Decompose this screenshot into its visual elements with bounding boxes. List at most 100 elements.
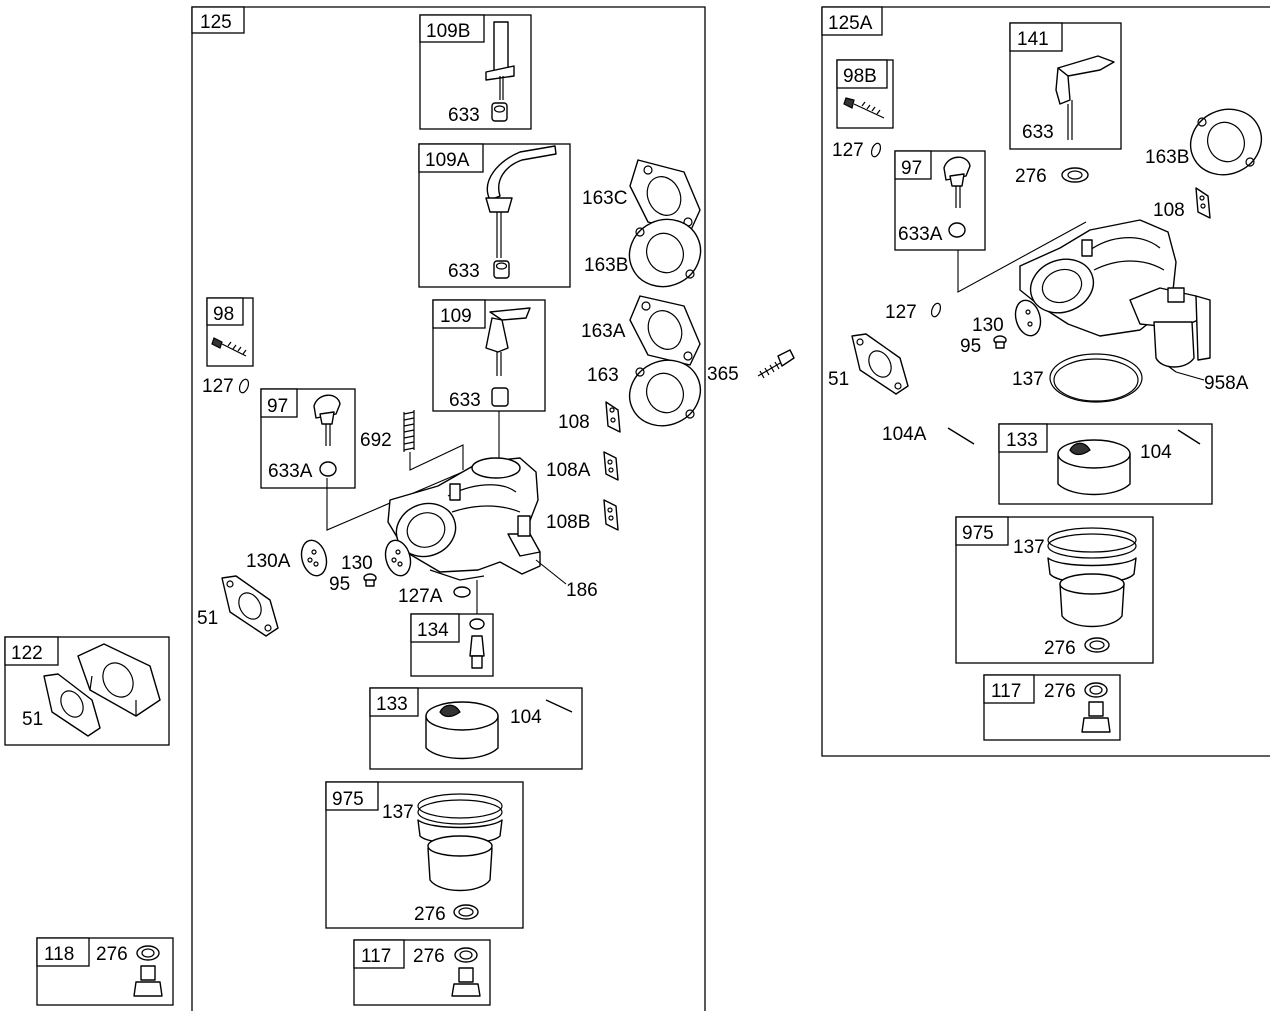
callout-633A: 633A bbox=[898, 224, 943, 245]
plate-108-icon bbox=[1195, 187, 1211, 219]
gasket-163B-icon bbox=[1189, 108, 1263, 176]
gasket-51-icon bbox=[43, 673, 101, 737]
plate-130-icon bbox=[1014, 299, 1042, 337]
screw-98B-icon bbox=[843, 97, 885, 119]
callout-958A: 958A bbox=[1204, 373, 1249, 394]
callout-163B: 163B bbox=[584, 255, 628, 276]
float-bowl-975-icon bbox=[1047, 527, 1137, 628]
group-109B: 109B 633 bbox=[419, 14, 532, 130]
group-133: 133 104 bbox=[369, 687, 583, 770]
seal-633-icon bbox=[491, 102, 508, 122]
callout-134: 134 bbox=[417, 620, 449, 641]
gasket-163C: 163C bbox=[582, 159, 701, 233]
callout-108A: 108A bbox=[546, 460, 591, 481]
group-125A: 125A bbox=[821, 6, 1270, 757]
callout-276: 276 bbox=[1015, 166, 1047, 187]
callout-130: 130 bbox=[972, 315, 1004, 336]
gasket-163B: 163B bbox=[584, 218, 702, 288]
o-ring-127-icon bbox=[870, 142, 882, 158]
callout-127: 127 bbox=[202, 376, 234, 397]
float-bowl-975-icon bbox=[417, 793, 503, 892]
callout-276: 276 bbox=[96, 944, 128, 965]
group-109: 109 633 bbox=[432, 299, 546, 412]
o-ring-127-icon bbox=[930, 302, 942, 318]
callout-633: 633 bbox=[448, 261, 480, 282]
gasket-51-icon bbox=[851, 333, 909, 395]
gasket-51-icon bbox=[221, 575, 279, 637]
callout-127A: 127A bbox=[398, 586, 443, 607]
plate-108B-icon bbox=[603, 499, 619, 531]
choke-shaft-109A-icon bbox=[485, 145, 557, 258]
callout-365: 365 bbox=[707, 364, 739, 385]
washer-276-icon bbox=[454, 947, 478, 963]
spring-692-icon bbox=[403, 410, 415, 452]
callout-633: 633 bbox=[1022, 122, 1054, 143]
callout-633: 633 bbox=[448, 105, 480, 126]
callout-137: 137 bbox=[382, 802, 414, 823]
seal-633A-icon bbox=[948, 222, 966, 238]
callout-163: 163 bbox=[587, 365, 619, 386]
plate-108A-icon bbox=[603, 451, 619, 481]
float-133-icon bbox=[1057, 439, 1131, 496]
pin-104A-icon bbox=[947, 427, 975, 445]
callout-163C: 163C bbox=[582, 188, 627, 209]
group-975-right: 975 137 276 bbox=[955, 516, 1154, 664]
callout-118: 118 bbox=[44, 944, 74, 965]
callout-276: 276 bbox=[1044, 638, 1076, 659]
washer-276-icon bbox=[1084, 682, 1108, 698]
gasket-163: 163 bbox=[587, 359, 702, 427]
plate-130-icon bbox=[384, 539, 412, 577]
callout-633A: 633A bbox=[268, 461, 313, 482]
callout-98B: 98B bbox=[843, 66, 877, 87]
spacer-122-icon bbox=[77, 643, 161, 717]
callout-98: 98 bbox=[213, 304, 234, 325]
throttle-shaft-97-icon bbox=[313, 394, 341, 446]
callout-692: 692 bbox=[360, 430, 392, 451]
seal-633-icon bbox=[493, 260, 510, 279]
screw-98-icon bbox=[211, 337, 247, 357]
washer-276-icon bbox=[136, 945, 160, 961]
choke-shaft-109-icon bbox=[485, 307, 531, 376]
group-97-right: 97 633A bbox=[894, 150, 986, 251]
callout-633: 633 bbox=[449, 390, 481, 411]
group-117: 117 276 bbox=[353, 939, 491, 1006]
carburetor-body-125A-icon bbox=[1019, 219, 1211, 373]
callout-108: 108 bbox=[558, 412, 590, 433]
callout-975: 975 bbox=[332, 789, 364, 810]
o-ring-127A-icon bbox=[453, 586, 471, 598]
callout-137: 137 bbox=[1012, 369, 1044, 390]
callout-108: 108 bbox=[1153, 200, 1185, 221]
callout-122: 122 bbox=[11, 643, 43, 664]
group-133-right: 133 104 bbox=[998, 423, 1213, 505]
callout-141: 141 bbox=[1017, 29, 1049, 50]
bolt-118-icon bbox=[133, 965, 163, 997]
carburetor-body-icon bbox=[387, 457, 541, 581]
seal-633A-icon bbox=[319, 461, 337, 477]
group-118: 118 276 bbox=[36, 937, 174, 1006]
callout-186: 186 bbox=[566, 580, 598, 601]
screw-95-icon bbox=[993, 335, 1007, 349]
group-98: 98 bbox=[206, 297, 254, 367]
plate-130A-icon bbox=[300, 539, 328, 577]
seal-633-icon bbox=[491, 387, 509, 407]
callout-125A: 125A bbox=[828, 13, 873, 34]
callout-97: 97 bbox=[901, 158, 922, 179]
screw-95-icon bbox=[363, 573, 377, 587]
washer-276-icon bbox=[453, 904, 479, 920]
callout-51: 51 bbox=[22, 709, 43, 730]
callout-133: 133 bbox=[376, 694, 408, 715]
callout-51: 51 bbox=[828, 369, 849, 390]
callout-975: 975 bbox=[962, 523, 994, 544]
bolt-117-icon bbox=[451, 967, 481, 997]
callout-109: 109 bbox=[440, 306, 472, 327]
group-122: 122 51 bbox=[4, 636, 170, 746]
plate-108-icon bbox=[605, 401, 621, 433]
callout-97: 97 bbox=[267, 396, 288, 417]
group-117-right: 117 276 bbox=[983, 674, 1121, 741]
group-125: 125 bbox=[191, 6, 706, 1011]
callout-130A: 130A bbox=[246, 551, 291, 572]
callout-127: 127 bbox=[832, 140, 864, 161]
choke-shaft-109B-icon bbox=[485, 21, 515, 100]
callout-125: 125 bbox=[200, 12, 232, 33]
